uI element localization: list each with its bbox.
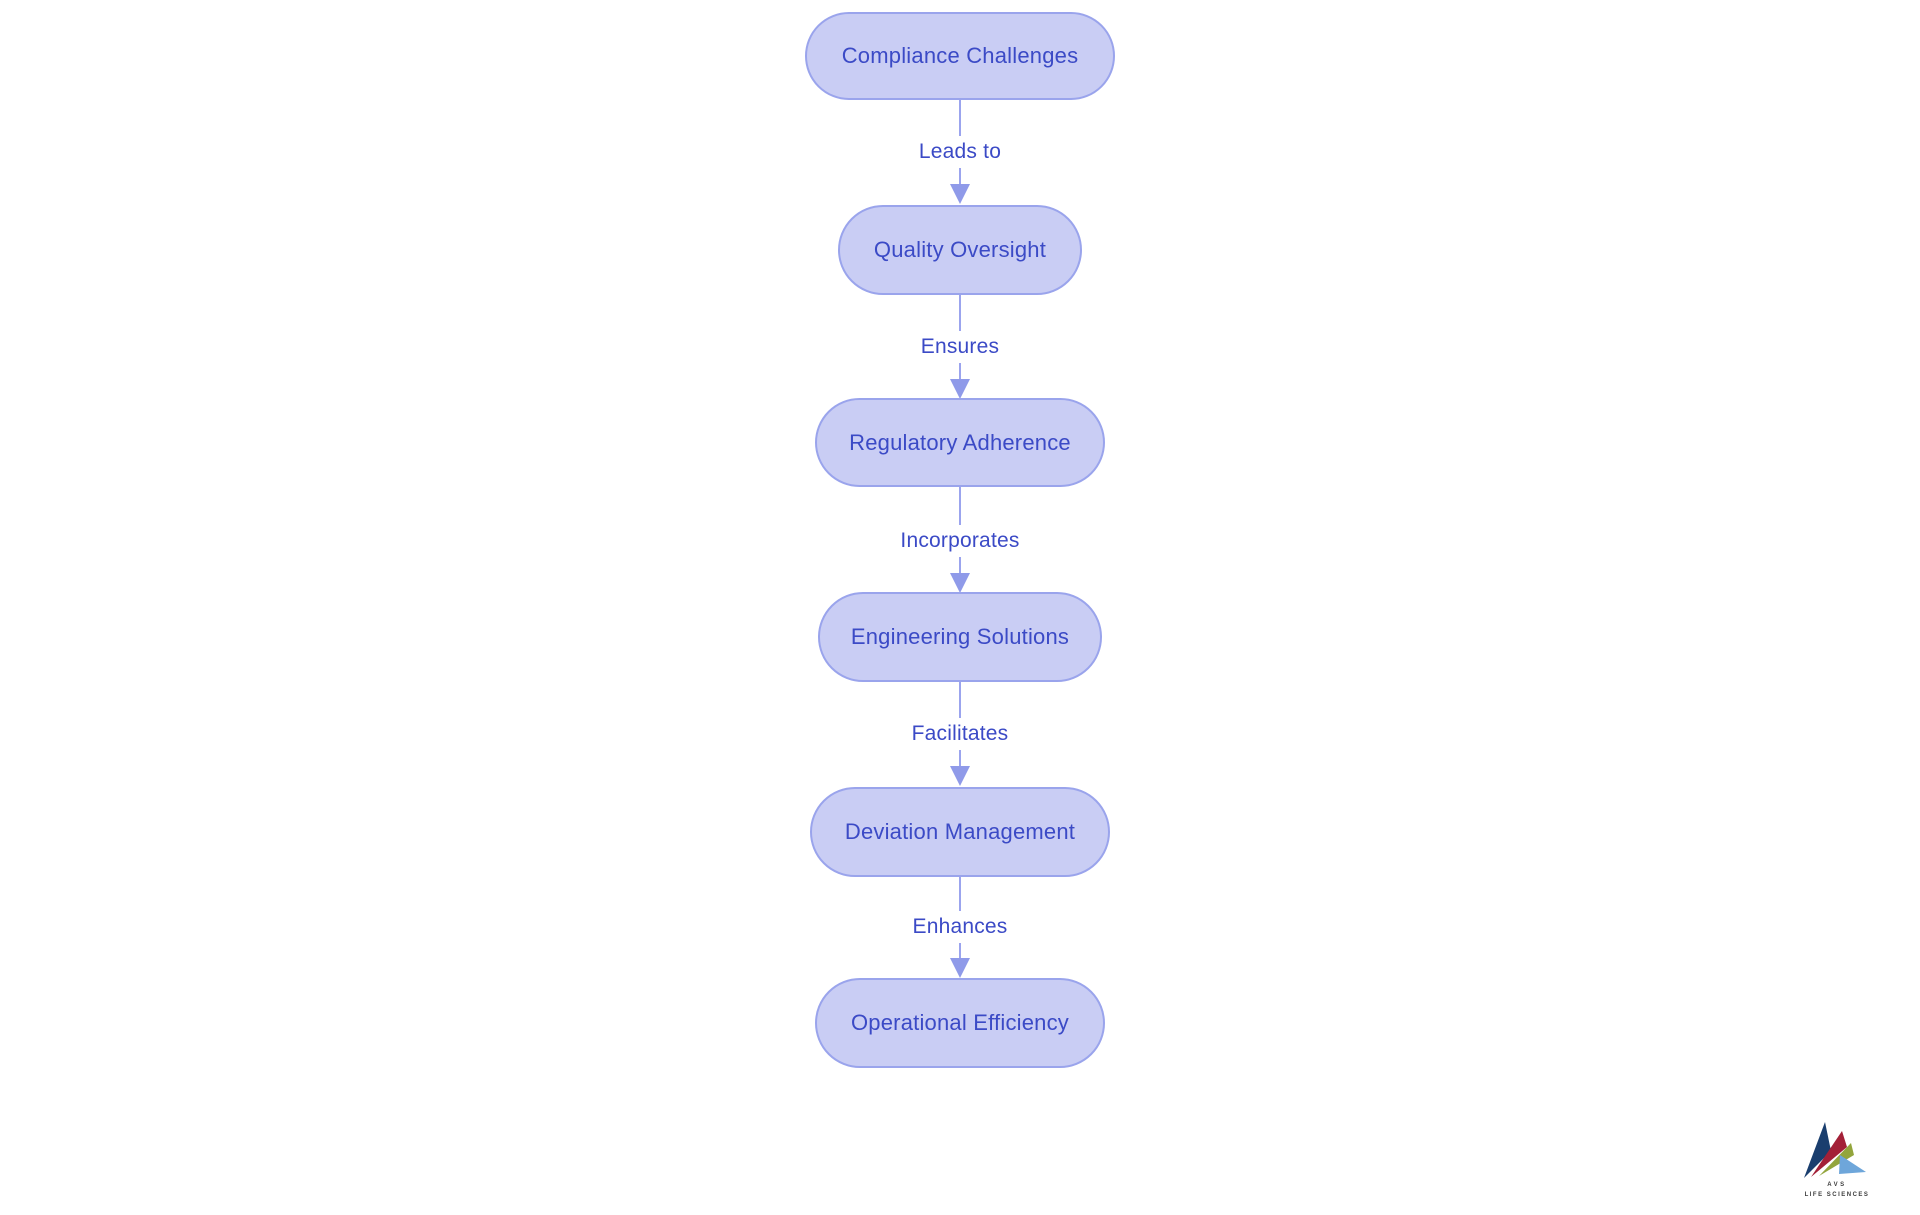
node-deviation-management: Deviation Management — [810, 787, 1110, 877]
node-regulatory-adherence: Regulatory Adherence — [815, 398, 1105, 487]
edge-label: Ensures — [920, 335, 1000, 358]
node-label: Operational Efficiency — [851, 1010, 1069, 1035]
edge-label: Enhances — [912, 915, 1008, 938]
edge-label: Incorporates — [900, 529, 1020, 552]
edge-facilitates: Facilitates — [760, 682, 1160, 786]
edge-line — [959, 100, 961, 136]
node-engineering-solutions: Engineering Solutions — [818, 592, 1102, 682]
arrow-down-icon — [950, 379, 970, 399]
logo-red-blade — [1811, 1131, 1847, 1177]
logo-green-blade — [1819, 1143, 1854, 1176]
edge-label: Leads to — [918, 140, 1002, 163]
edge-line — [959, 877, 961, 911]
node-label: Regulatory Adherence — [849, 429, 1071, 455]
node-operational-efficiency: Operational Efficiency — [815, 978, 1105, 1068]
edge-line — [959, 295, 961, 331]
logo-navy-blade — [1804, 1122, 1831, 1178]
avs-life-sciences-logo: AVS LIFE SCIENCES — [1793, 1116, 1879, 1204]
edge-leads-to: Leads to — [760, 100, 1160, 204]
arrow-down-icon — [950, 958, 970, 978]
logo-text-line1: AVS — [1827, 1182, 1846, 1188]
edge-ensures: Ensures — [760, 295, 1160, 399]
edge-line — [959, 682, 961, 718]
node-label: Quality Oversight — [873, 237, 1047, 262]
node-quality-oversight: Quality Oversight — [838, 205, 1082, 295]
logo-text-line2: LIFE SCIENCES — [1805, 1192, 1870, 1198]
avs-life-sciences-logo-graphic: AVS LIFE SCIENCES — [1804, 1122, 1870, 1198]
node-label: Engineering Solutions — [850, 624, 1070, 649]
edge-line — [959, 943, 961, 958]
edge-line — [959, 750, 961, 766]
arrow-down-icon — [950, 573, 970, 593]
edge-line — [959, 487, 961, 525]
node-label: Deviation Management — [844, 819, 1076, 844]
node-label: Compliance Challenges — [841, 43, 1079, 68]
edge-enhances: Enhances — [760, 877, 1160, 978]
logo-blue-blade — [1839, 1155, 1866, 1174]
edge-line — [959, 168, 961, 184]
arrow-down-icon — [950, 184, 970, 204]
node-compliance-challenges: Compliance Challenges — [805, 12, 1115, 100]
arrow-down-icon — [950, 766, 970, 786]
edge-line — [959, 557, 961, 573]
edge-label: Facilitates — [911, 722, 1009, 745]
edge-incorporates: Incorporates — [760, 487, 1160, 593]
edge-line — [959, 363, 961, 379]
